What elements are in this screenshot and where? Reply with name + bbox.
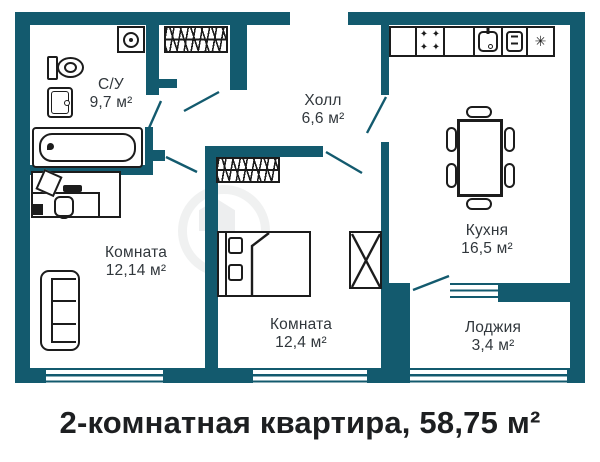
label-room1: Комната 12,14 м²: [105, 244, 167, 279]
chair-icon: [504, 163, 515, 188]
wall-bathroom-stub: [159, 79, 177, 88]
washer-drum-icon: [123, 31, 139, 48]
counter-cabinet: [443, 26, 475, 57]
dish-drainer-icon: [501, 26, 528, 57]
monitor-icon: [63, 185, 82, 192]
label-loggia: Лоджия 3,4 м²: [465, 319, 521, 354]
wall-bottom-seg2: [163, 368, 253, 383]
wall-room2-top: [218, 146, 323, 157]
burner-icon: ✦: [419, 41, 429, 53]
burner-icon: ✦: [431, 41, 441, 53]
wall-bathroom-right-upper: [146, 23, 159, 95]
chair-icon: [466, 198, 492, 210]
sofa-icon: [40, 270, 80, 351]
pillow-icon: [228, 264, 243, 281]
wall-kitchen-mid: [381, 142, 389, 290]
wardrobe-icon: [349, 231, 382, 289]
wall-loggia-left: [381, 283, 410, 383]
plan-title: 2-комнатная квартира, 58,75 м²: [59, 405, 541, 440]
door-swing-bathroom: [147, 100, 163, 129]
window-room1: [46, 368, 163, 383]
wall-top-left: [15, 12, 290, 25]
window-kitchen-loggia: [450, 283, 498, 302]
counter-cabinet: [389, 26, 417, 57]
wall-room2-left: [205, 146, 218, 368]
wall-bottom-seg1: [15, 368, 46, 383]
room-area: 9,7 м²: [89, 93, 133, 111]
room-name: Лоджия: [464, 319, 522, 336]
pillow-icon: [228, 237, 243, 254]
chair-icon: [446, 127, 457, 152]
door-swing-room2: [325, 150, 363, 175]
fridge-asterisk-icon: ✳: [534, 33, 547, 49]
fridge-unit: ✳: [526, 26, 555, 57]
room-name: Комната: [269, 316, 333, 333]
room-name: Комната: [104, 244, 168, 261]
wall-bathroom-bottom: [30, 165, 153, 175]
room-name: Холл: [304, 92, 342, 109]
dining-table-icon: [457, 119, 503, 197]
room-name: С/У: [98, 76, 124, 93]
room-area: 12,14 м²: [105, 261, 167, 279]
wall-right: [570, 12, 585, 383]
kitchen-sink-icon: [473, 26, 503, 57]
chair-icon: [466, 106, 492, 118]
wall-bottom-seg4: [567, 368, 585, 383]
burner-icon: ✦: [431, 29, 441, 41]
window-room2: [253, 368, 367, 383]
wall-loggia-top: [498, 283, 570, 302]
room-name: Кухня: [465, 222, 509, 239]
washing-machine-icon: [117, 26, 145, 53]
room-area: 16,5 м²: [461, 239, 513, 257]
label-hall: Холл 6,6 м²: [302, 92, 345, 127]
wall-room1-door-stub: [153, 150, 165, 161]
room-area: 12,4 м²: [275, 333, 327, 351]
chair-icon: [446, 163, 457, 188]
bed-icon: [217, 231, 311, 297]
pc-tower-icon: [32, 204, 43, 215]
door-swing-room1: [165, 155, 198, 174]
label-kitchen: Кухня 16,5 м²: [461, 222, 513, 257]
wall-top-right: [348, 12, 585, 25]
window-loggia: [410, 368, 567, 383]
office-chair-icon: [54, 196, 74, 219]
bathtub-icon: [32, 127, 143, 168]
wall-left: [15, 12, 30, 383]
room-area: 6,6 м²: [301, 109, 345, 127]
toilet-bowl-inner: [64, 62, 77, 73]
burner-icon: ✦: [419, 29, 429, 41]
wall-bathroom-right-lower: [145, 127, 153, 168]
stove-icon: ✦ ✦ ✦ ✦: [415, 26, 445, 57]
chair-icon: [504, 127, 515, 152]
door-swing-kitchen: [365, 96, 388, 134]
entry-coat-rack-icon: [164, 26, 228, 53]
wall-entry-closet: [230, 23, 247, 90]
label-room2: Комната 12,4 м²: [270, 316, 332, 351]
room-area: 3,4 м²: [471, 336, 515, 354]
door-swing-loggia: [412, 274, 450, 292]
room2-coat-rack-icon: [216, 157, 280, 183]
kitchen-counter: ✦ ✦ ✦ ✦ ✳: [389, 26, 555, 57]
door-swing-entry-closet: [183, 90, 220, 113]
wall-kitchen-upper: [381, 25, 389, 95]
bathroom-sink-icon: [47, 87, 73, 118]
label-bathroom: С/У 9,7 м²: [90, 76, 133, 111]
